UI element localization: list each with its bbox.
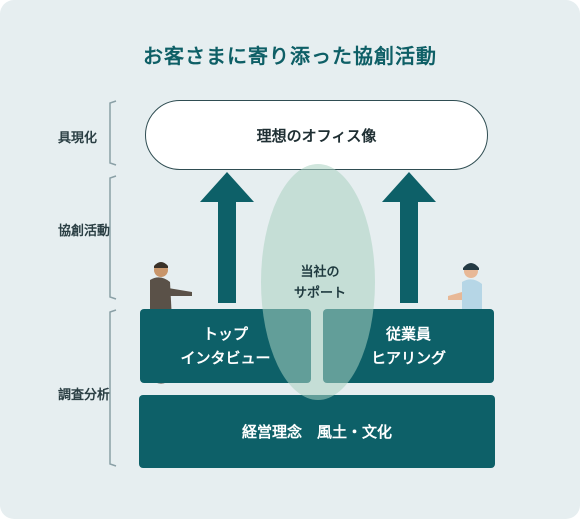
arrow-right xyxy=(382,172,436,303)
diagram-title: お客さまに寄り添った協創活動 xyxy=(143,44,437,68)
level-label-research: 調査分析 xyxy=(58,388,111,403)
ideal-office-box: 理想のオフィス像 xyxy=(145,100,488,170)
foundation-box: 経営理念 風土・文化 xyxy=(139,395,495,468)
bracket-research xyxy=(109,309,117,467)
top-interview-label: トップ インタビュー xyxy=(180,325,271,367)
level-label-cocreation: 協創活動 xyxy=(58,224,111,239)
employee-hearing-label: 従業員 ヒアリング xyxy=(370,325,446,367)
level-label-realization: 具現化 xyxy=(58,131,98,146)
bracket-realization xyxy=(109,100,117,166)
support-label: 当社の サポート xyxy=(293,265,346,301)
support-ellipse xyxy=(261,164,375,400)
bracket-cocreation xyxy=(109,175,117,300)
foundation-label: 経営理念 風土・文化 xyxy=(241,422,392,441)
arrow-left xyxy=(200,172,254,303)
